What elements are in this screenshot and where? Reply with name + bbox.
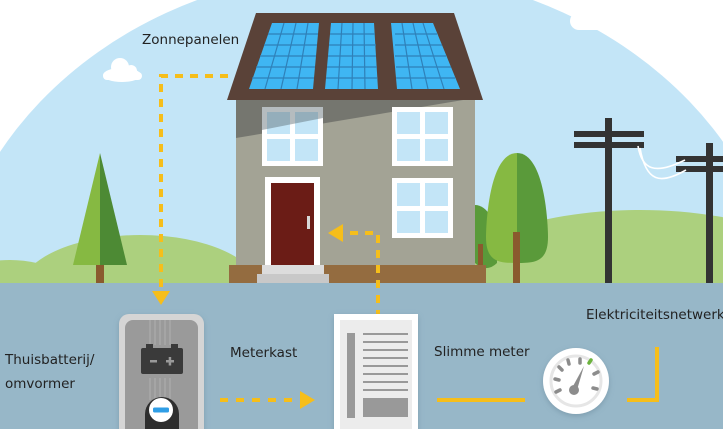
grid-label: Elektriciteitsnetwerk <box>586 307 723 323</box>
window <box>392 178 453 238</box>
pine-tree <box>73 153 127 283</box>
window <box>262 107 323 166</box>
cloud-icon <box>570 0 644 30</box>
smart-meter-label: Slimme meter <box>434 344 530 360</box>
battery-label-line2: omvormer <box>5 376 75 392</box>
battery-label-line1: Thuisbatterij/ <box>5 352 95 368</box>
solar-panels-label: Zonnepanelen <box>142 32 240 48</box>
inverter-display-icon <box>145 397 179 429</box>
meter-cabinet-label: Meterkast <box>230 345 298 361</box>
flow-arrows <box>159 74 659 402</box>
power-pole-icon <box>574 118 723 283</box>
solar-panel-icon <box>249 22 460 90</box>
gauge-icon <box>543 348 609 414</box>
house-icon <box>227 13 486 283</box>
cloud-icon <box>103 58 142 82</box>
arrow-head-icon <box>152 224 343 409</box>
car-battery-icon <box>141 344 183 374</box>
window <box>392 107 453 166</box>
battery-inverter-label: Thuisbatterij/ omvormer <box>5 348 115 396</box>
door <box>265 177 320 265</box>
